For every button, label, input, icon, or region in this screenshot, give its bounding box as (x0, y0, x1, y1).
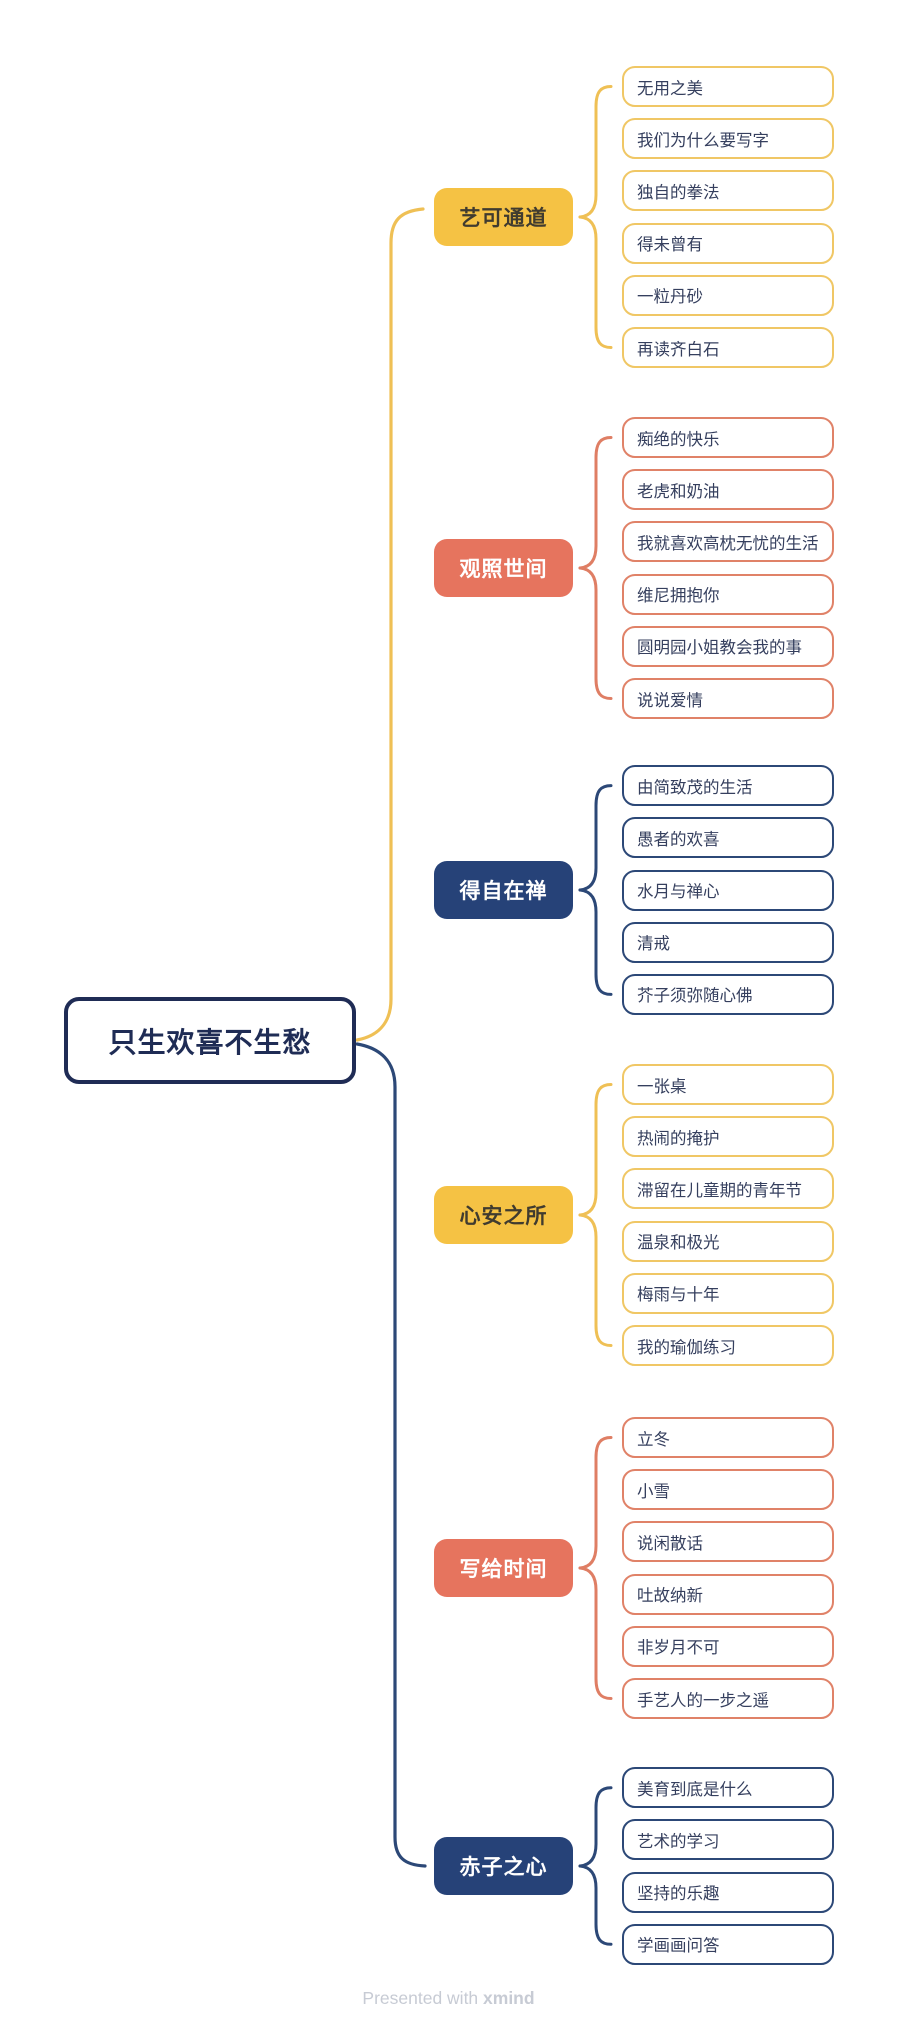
main-topic-1[interactable]: 艺可通道 (434, 188, 573, 246)
branch-brace-upper-1 (578, 85, 613, 219)
subtopic-5-2[interactable]: 小雪 (622, 1469, 834, 1511)
subtopic-4-2[interactable]: 热闹的掩护 (622, 1116, 834, 1158)
subtopic-4-4[interactable]: 温泉和极光 (622, 1220, 834, 1262)
subtopic-4-5[interactable]: 梅雨与十年 (622, 1272, 834, 1314)
subtopic-5-6[interactable]: 手艺人的一步之遥 (622, 1678, 834, 1719)
subtopic-1-2[interactable]: 我们为什么要写字 (622, 118, 834, 160)
subtopic-2-4[interactable]: 维尼拥抱你 (622, 573, 834, 615)
subtopic-3-1[interactable]: 由简致茂的生活 (622, 765, 834, 807)
subtopic-6-2[interactable]: 艺术的学习 (622, 1819, 834, 1861)
branch-brace-upper-6 (578, 1786, 613, 1868)
main-topic-4[interactable]: 心安之所 (434, 1186, 573, 1244)
branch-brace-upper-4 (578, 1083, 613, 1217)
branch-brace-upper-2 (578, 436, 613, 570)
watermark-text: Presented with (362, 1988, 484, 2008)
branch-brace-upper-3 (578, 784, 613, 892)
subtopic-3-5[interactable]: 芥子须弥随心佛 (622, 973, 834, 1015)
central-topic[interactable]: 只生欢喜不生愁 (64, 997, 356, 1084)
subtopic-4-6[interactable]: 我的瑜伽练习 (622, 1325, 834, 1366)
branch-brace-lower-5 (578, 1566, 613, 1700)
subtopic-4-1[interactable]: 一张桌 (622, 1064, 834, 1105)
main-topic-6[interactable]: 赤子之心 (434, 1837, 573, 1895)
branch-brace-lower-2 (578, 566, 613, 700)
subtopic-6-4[interactable]: 学画画问答 (622, 1923, 834, 1965)
subtopic-1-6[interactable]: 再读齐白石 (622, 327, 834, 368)
subtopic-6-1[interactable]: 美育到底是什么 (622, 1767, 834, 1809)
subtopic-2-3[interactable]: 我就喜欢高枕无忧的生活 (622, 521, 834, 563)
subtopic-5-3[interactable]: 说闲散话 (622, 1521, 834, 1563)
subtopic-2-1[interactable]: 痴绝的快乐 (622, 417, 834, 458)
subtopic-3-4[interactable]: 清戒 (622, 921, 834, 963)
subtopic-2-5[interactable]: 圆明园小姐教会我的事 (622, 625, 834, 667)
subtopic-5-5[interactable]: 非岁月不可 (622, 1625, 834, 1667)
branch-brace-lower-4 (578, 1213, 613, 1347)
subtopic-3-3[interactable]: 水月与禅心 (622, 869, 834, 911)
branch-brace-lower-3 (578, 888, 613, 996)
main-topic-3[interactable]: 得自在禅 (434, 861, 573, 919)
main-topic-5[interactable]: 写给时间 (434, 1539, 573, 1597)
subtopic-5-4[interactable]: 吐故纳新 (622, 1573, 834, 1615)
xmind-brand: xmind (483, 1988, 535, 2008)
main-topic-2[interactable]: 观照世间 (434, 539, 573, 597)
branch-brace-upper-5 (578, 1436, 613, 1570)
central-rail-down (355, 1042, 427, 1868)
branch-brace-lower-6 (578, 1864, 613, 1946)
subtopic-2-6[interactable]: 说说爱情 (622, 678, 834, 719)
subtopic-3-2[interactable]: 愚者的欢喜 (622, 817, 834, 859)
subtopic-6-3[interactable]: 坚持的乐趣 (622, 1871, 834, 1913)
subtopic-1-3[interactable]: 独自的拳法 (622, 170, 834, 212)
subtopic-4-3[interactable]: 滞留在儿童期的青年节 (622, 1168, 834, 1210)
watermark: Presented with xmind (0, 1988, 897, 2009)
subtopic-2-2[interactable]: 老虎和奶油 (622, 469, 834, 511)
subtopic-1-5[interactable]: 一粒丹砂 (622, 274, 834, 316)
subtopic-1-4[interactable]: 得未曾有 (622, 222, 834, 264)
central-rail-up (355, 207, 425, 1042)
subtopic-1-1[interactable]: 无用之美 (622, 66, 834, 107)
subtopic-5-1[interactable]: 立冬 (622, 1417, 834, 1458)
branch-brace-lower-1 (578, 215, 613, 349)
